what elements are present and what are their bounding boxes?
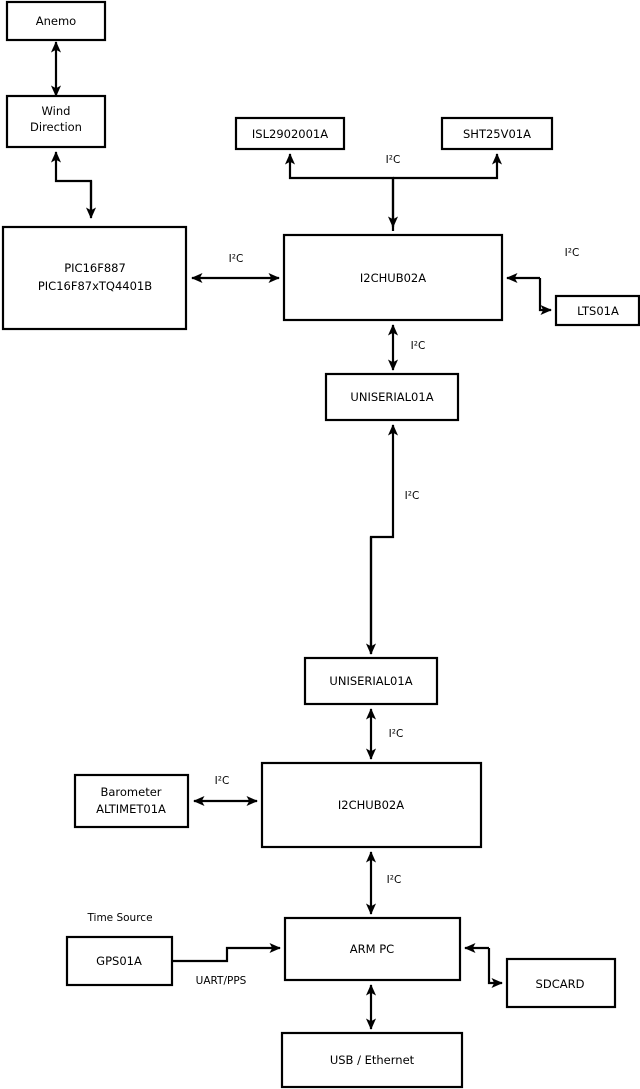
edge-label-gps-to-arm: UART/PPS bbox=[196, 975, 247, 987]
node-i2chub02a-top-label: I2CHUB02A bbox=[360, 271, 426, 285]
node-sdcard-label: SDCARD bbox=[536, 977, 585, 991]
edge-label-uniserial-to-hub2: I²C bbox=[389, 728, 404, 740]
node-sdcard[interactable] bbox=[505, 957, 617, 1009]
connector-hub-isl bbox=[284, 153, 395, 231]
node-pic-mcu-label-line1: PIC16F887 bbox=[64, 261, 126, 275]
edge-label-hub2-to-arm: I²C bbox=[387, 874, 402, 886]
connector-gps-armpc bbox=[172, 942, 281, 963]
annotation-time-source: Time Source bbox=[86, 912, 152, 924]
edge-label-uniserial-link: I²C bbox=[405, 490, 420, 502]
node-wind-direction-label-line1: Wind bbox=[42, 104, 71, 118]
edge-label-hub-to-lts: I²C bbox=[565, 247, 580, 259]
node-isl2902001a-label: ISL2902001A bbox=[252, 127, 328, 141]
node-wind-direction-label-line2: Direction bbox=[30, 120, 82, 134]
node-lts01a[interactable] bbox=[554, 294, 640, 327]
node-barometer-label-line2: ALTIMET01A bbox=[96, 802, 166, 816]
node-isl2902001a[interactable] bbox=[234, 116, 346, 151]
connector-uniserial-link-up bbox=[369, 424, 399, 654]
node-uniserial01a-bottom[interactable] bbox=[303, 656, 439, 706]
node-anemo[interactable] bbox=[5, 0, 107, 42]
edge-label-pic-to-hub: I²C bbox=[229, 253, 244, 265]
connector-hub-sht bbox=[393, 153, 503, 180]
node-arm-pc[interactable] bbox=[283, 916, 462, 982]
node-sht25v01a-label: SHT25V01A bbox=[463, 127, 531, 141]
node-i2chub02a-bottom[interactable] bbox=[260, 761, 483, 849]
node-i2chub02a-top[interactable] bbox=[282, 233, 504, 322]
node-gps01a-label: GPS01A bbox=[96, 954, 142, 968]
node-uniserial01a-bottom-label: UNISERIAL01A bbox=[329, 674, 412, 688]
connector-hub-lts-out bbox=[538, 278, 552, 316]
node-uniserial01a-top-label: UNISERIAL01A bbox=[350, 390, 433, 404]
edge-label-hub-to-uniserial: I²C bbox=[411, 340, 426, 352]
edge-label-barometer-to-hub2: I²C bbox=[215, 775, 230, 787]
node-i2chub02a-bottom-label: I2CHUB02A bbox=[338, 798, 404, 812]
node-wind-direction[interactable] bbox=[5, 94, 107, 149]
node-sht25v01a[interactable] bbox=[440, 116, 554, 151]
node-barometer-altimet01a[interactable] bbox=[73, 773, 190, 829]
node-usb-ethernet[interactable] bbox=[280, 1031, 464, 1089]
node-gps01a[interactable] bbox=[65, 935, 174, 987]
connector-armpc-sdcard-out bbox=[487, 948, 503, 989]
connector-winddirection-pic-up bbox=[50, 151, 93, 214]
node-barometer-label-line1: Barometer bbox=[100, 785, 161, 799]
node-pic-mcu-label-line2: PIC16F87xTQ4401B bbox=[38, 279, 152, 293]
node-anemo-label: Anemo bbox=[36, 14, 76, 28]
edge-label-hub-to-sensors: I²C bbox=[386, 154, 401, 166]
node-uniserial01a-top[interactable] bbox=[324, 372, 460, 422]
node-usb-ethernet-label: USB / Ethernet bbox=[330, 1053, 415, 1067]
node-pic-mcu[interactable] bbox=[1, 225, 188, 331]
node-arm-pc-label: ARM PC bbox=[350, 942, 394, 956]
node-lts01a-label: LTS01A bbox=[577, 304, 619, 318]
